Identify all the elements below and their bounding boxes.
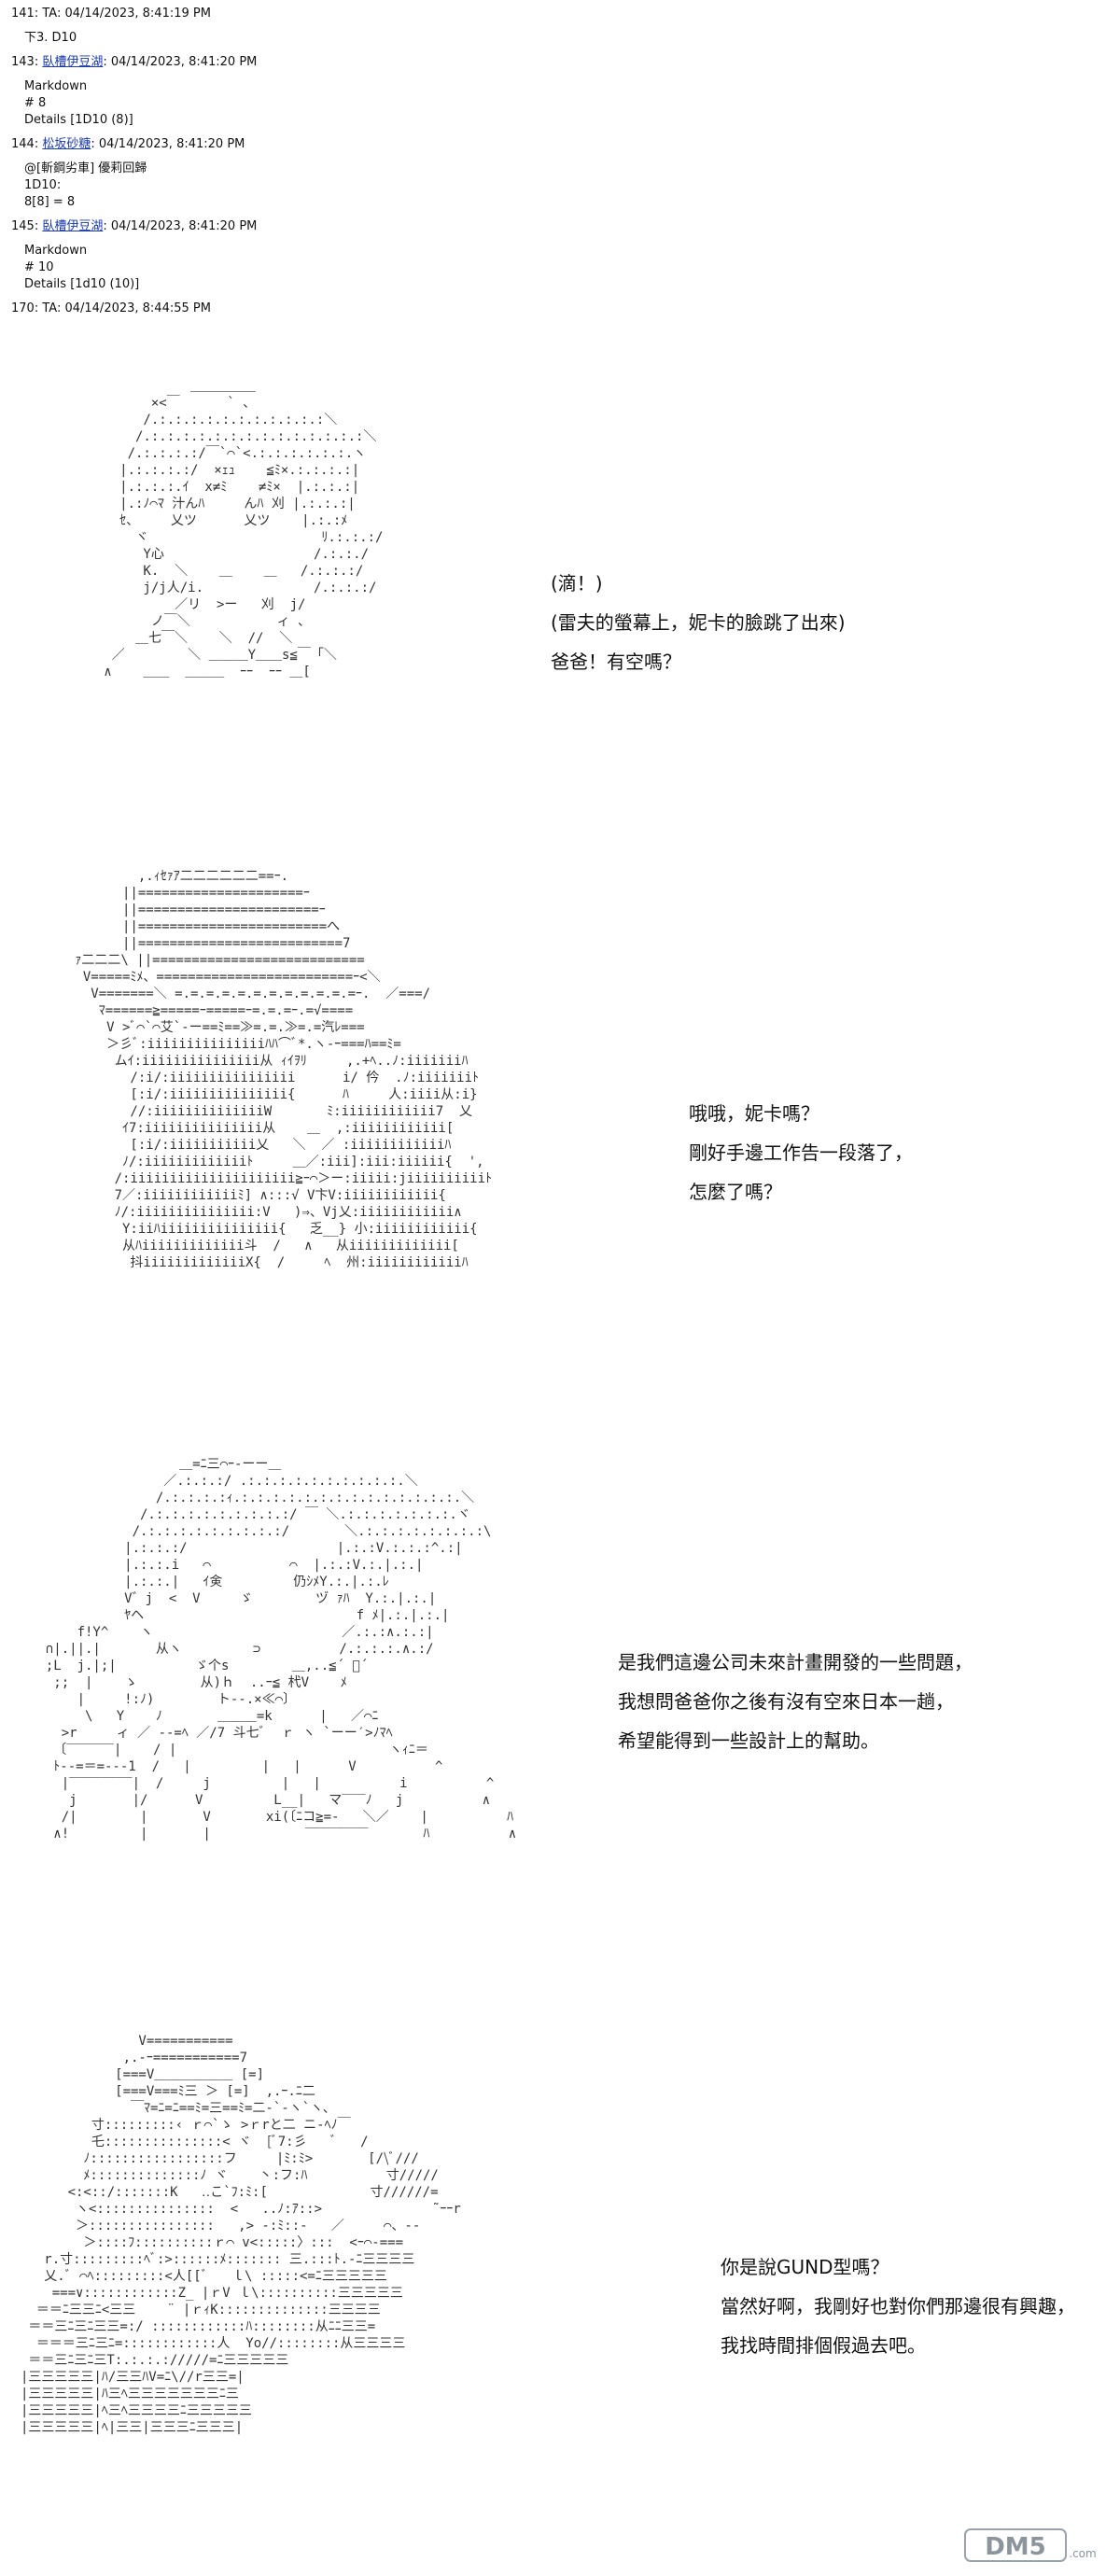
post-header: 170: TA: 04/14/2023, 8:44:55 PM [11, 301, 211, 315]
svg-text:DM5: DM5 [985, 2533, 1046, 2561]
post-line: 下3. D10 [24, 31, 77, 45]
dialogue-line: 你是說GUND型嗎？ [721, 2256, 889, 2278]
post-line: Details [1d10 (10)] [24, 277, 140, 291]
post-timestamp: 04/14/2023, 8:41:20 PM [110, 55, 258, 69]
post-header: 141: TA: 04/14/2023, 8:41:19 PM [11, 7, 211, 21]
post-header: 144: 松坂砂糖: 04/14/2023, 8:41:20 PM [11, 137, 245, 151]
dialogue-panel-4: 你是說GUND型嗎？ 當然好啊，我剛好也對你們那邊很有興趣， 我找時間排個假過去… [721, 2247, 1075, 2365]
post-body: @[斬鋼劣車] 優莉回歸 1D10: 8[8] = 8 [11, 153, 609, 218]
post-line: # 8 [24, 96, 47, 110]
dialogue-panel-2: 哦哦，妮卡嗎？ 剛好手邊工作告一段落了， 怎麼了嗎？ [689, 1094, 913, 1211]
dialogue-panel-3: 是我們這邊公司未來計畫開發的一些問題， 我想問爸爸你之後有沒有空來日本一趟， 希… [618, 1643, 973, 1760]
post-number[interactable]: 141 [11, 7, 35, 21]
ascii-art-figure-nika: ＿＿＿＿＿ ×<￣ ` 、 /.:.:.:.:.:.:.:.:.:.:.:＼ /… [104, 379, 384, 679]
ascii-art-figure-ralph: ,.ｨｾｧｱ二二二二二二==ｰ. ||=====================… [75, 869, 493, 1270]
dialogue-line: 希望能得到一些設計上的幫助。 [618, 1729, 879, 1752]
dialogue-line: 是我們這邊公司未來計畫開發的一些問題， [618, 1651, 973, 1673]
dialogue-line: 爸爸！有空嗎？ [551, 651, 681, 673]
poster-name: TA [42, 7, 57, 21]
post-number[interactable]: 144 [11, 137, 35, 151]
post-timestamp: 04/14/2023, 8:41:20 PM [110, 219, 258, 233]
post-timestamp: 04/14/2023, 8:41:20 PM [98, 137, 245, 151]
post-line: # 10 [24, 260, 54, 274]
post-line: Markdown [24, 244, 88, 258]
dialogue-line: 怎麼了嗎？ [689, 1181, 782, 1203]
dialogue-line: 當然好啊，我剛好也對你們那邊很有興趣， [721, 2295, 1075, 2317]
dialogue-line: 剛好手邊工作告一段落了， [689, 1141, 913, 1164]
post-144: 144: 松坂砂糖: 04/14/2023, 8:41:20 PM @[斬鋼劣車… [11, 136, 609, 218]
post-body: 下3. D10 [11, 22, 609, 54]
ascii-art-figure-ralph-hat: V=========== ,.-ｰ===========7 [===V＿＿＿＿＿… [21, 2034, 461, 2435]
post-number[interactable]: 170 [11, 301, 35, 315]
post-header: 145: 臥槽伊豆湖: 04/14/2023, 8:41:20 PM [11, 219, 258, 233]
post-line: 8[8] = 8 [24, 195, 76, 209]
post-line: Details [1D10 (8)] [24, 113, 133, 127]
post-timestamp: 04/14/2023, 8:44:55 PM [64, 301, 211, 315]
post-145: 145: 臥槽伊豆湖: 04/14/2023, 8:41:20 PM Markd… [11, 218, 609, 301]
dialogue-panel-1: (滴！) (雷夫的螢幕上，妮卡的臉跳了出來) 爸爸！有空嗎？ [551, 564, 846, 681]
dialogue-line: 哦哦，妮卡嗎？ [689, 1102, 819, 1125]
post-141: 141: TA: 04/14/2023, 8:41:19 PM 下3. D10 [11, 6, 609, 54]
post-body: Markdown # 8 Details [1D10 (8)] [11, 71, 609, 136]
poster-name-link[interactable]: 松坂砂糖 [42, 137, 91, 151]
post-number[interactable]: 143 [11, 55, 35, 69]
svg-text:.com: .com [1069, 2547, 1096, 2560]
post-143: 143: 臥槽伊豆湖: 04/14/2023, 8:41:20 PM Markd… [11, 54, 609, 136]
post-line: 1D10: [24, 178, 62, 192]
post-body: Markdown # 10 Details [1d10 (10)] [11, 235, 609, 301]
dialogue-line: (滴！) [551, 572, 603, 595]
post-line: @[斬鋼劣車] 優莉回歸 [24, 161, 147, 175]
post-timestamp: 04/14/2023, 8:41:19 PM [64, 7, 211, 21]
post-number[interactable]: 145 [11, 219, 35, 233]
poster-name: TA [42, 301, 57, 315]
poster-name-link[interactable]: 臥槽伊豆湖 [42, 219, 104, 233]
site-watermark-logo: DM5 .com [964, 2528, 1097, 2562]
post-header: 143: 臥槽伊豆湖: 04/14/2023, 8:41:20 PM [11, 55, 258, 69]
poster-name-link[interactable]: 臥槽伊豆湖 [42, 55, 104, 69]
ascii-art-figure-nika-pointing: ＿=ﾆ三⌒ｰ‐ーー＿ ／.:.:.:/ .:.:.:.:.:.:.:.:.:.:… [45, 1457, 517, 1841]
thread-posts: 141: TA: 04/14/2023, 8:41:19 PM 下3. D10 … [11, 6, 609, 317]
post-170: 170: TA: 04/14/2023, 8:44:55 PM [11, 301, 609, 317]
dialogue-line: 我找時間排個假過去吧。 [721, 2334, 926, 2357]
dialogue-line: 我想問爸爸你之後有沒有空來日本一趟， [618, 1690, 954, 1713]
post-line: Markdown [24, 79, 88, 93]
dialogue-line: (雷夫的螢幕上，妮卡的臉跳了出來) [551, 611, 846, 634]
